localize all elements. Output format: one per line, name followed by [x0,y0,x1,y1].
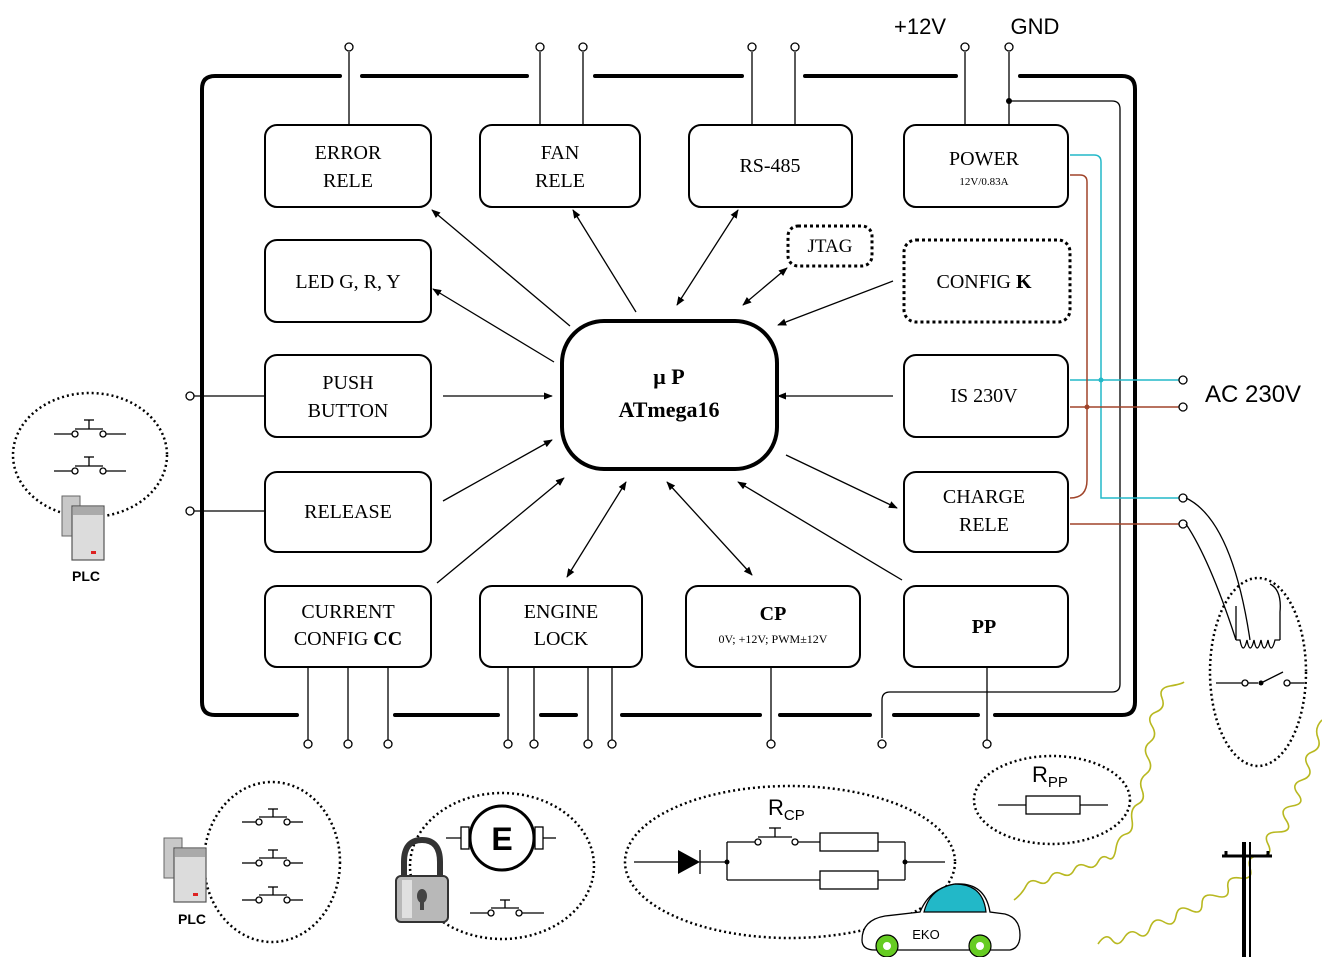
jtag-block: JTAG [786,224,874,268]
relay-group [1185,497,1308,768]
plus-12v-label: +12V [894,14,946,39]
left-plc-switches: PLC [11,391,169,584]
top-wires [344,42,1121,738]
power-label: POWER [949,148,1020,170]
power-block: POWER 12V/0.83A [903,124,1069,208]
charge-rele-line1: CHARGE [943,486,1025,508]
push-button-block: PUSH BUTTON [264,354,432,438]
release-label: RELEASE [304,501,392,523]
car-label: EKO [912,927,939,942]
push-button-line2: BUTTON [308,400,389,422]
power-rating: 12V/0.83A [959,176,1008,188]
charge-rele-line2: RELE [959,514,1009,536]
release-block: RELEASE [264,471,432,553]
error-rele-line1: ERROR [315,142,382,164]
push-switch-icon [242,849,303,867]
engine-lock-line1: ENGINE [524,601,598,623]
push-button-line1: PUSH [322,372,373,394]
plc-label: PLC [72,568,100,584]
current-config-block: CURRENT CONFIG CC [264,585,432,668]
push-switch-icon [754,827,799,846]
resistor-icon [819,870,879,890]
plc-label-bottom: PLC [178,911,206,927]
rpp-group: RPP [972,754,1132,846]
eko-car-icon: EKO [861,883,1021,957]
led-label: LED G, R, Y [295,271,400,293]
push-switch-icon [54,456,126,475]
pp-block: PP [903,585,1069,668]
push-switch-icon [242,808,303,826]
pp-label: PP [972,616,996,638]
fan-rele-block: FAN RELE [479,124,641,208]
cp-levels: 0V; +12V; PWM±12V [719,632,828,646]
rpp-label: RPP [1032,762,1068,791]
gnd-label: GND [1011,14,1060,39]
padlock-icon [395,836,449,923]
engine-label: E [491,821,512,857]
engine-lock-line2: LOCK [534,628,589,650]
plc-computer-icon [61,495,105,561]
utility-pole-icon [1222,842,1272,957]
cpu-block: μ P ATmega16 [560,319,779,471]
is230-block: IS 230V [903,354,1069,438]
error-rele-block: ERROR RELE [264,124,432,208]
bottom-wires [303,667,992,749]
ac-wiring [1069,154,1188,529]
diode-icon [678,850,700,874]
bottom-plc-switches: PLC [163,780,342,944]
coil-icon [1236,639,1280,649]
engine-lock-block: ENGINE LOCK [479,585,643,668]
led-block: LED G, R, Y [264,239,432,323]
fan-rele-line1: FAN [541,142,580,164]
cp-block: CP 0V; +12V; PWM±12V [685,585,861,668]
signal-arrows [431,209,903,584]
push-switch-icon [470,899,544,917]
engine-lock-group: E [395,791,596,941]
current-config-line1: CURRENT [301,601,394,623]
error-rele-line2: RELE [323,170,373,192]
ac-230v-label: AC 230V [1205,381,1301,408]
jtag-label: JTAG [808,236,853,257]
cpu-model: ATmega16 [618,397,719,422]
push-switch-icon [242,886,303,904]
current-config-line2: CONFIG CC [294,628,402,650]
cpu-label: μ P [653,364,684,389]
engine-icon: E [446,804,556,872]
config-k-block: CONFIG K [902,238,1072,324]
rs485-label: RS-485 [739,155,800,177]
rcp-label: RCP [768,795,805,824]
plc-computer-icon [163,837,207,903]
push-switch-icon [54,419,126,438]
resistor-icon [819,832,879,852]
left-wires [185,391,265,516]
charge-rele-block: CHARGE RELE [903,471,1069,553]
config-k-label: CONFIG K [936,271,1031,293]
cp-label: CP [760,603,787,625]
resistor-icon [1025,795,1081,815]
rcp-group: RCP [623,784,957,940]
is230-label: IS 230V [950,385,1018,407]
rs485-block: RS-485 [688,124,853,208]
fan-rele-line2: RELE [535,170,585,192]
